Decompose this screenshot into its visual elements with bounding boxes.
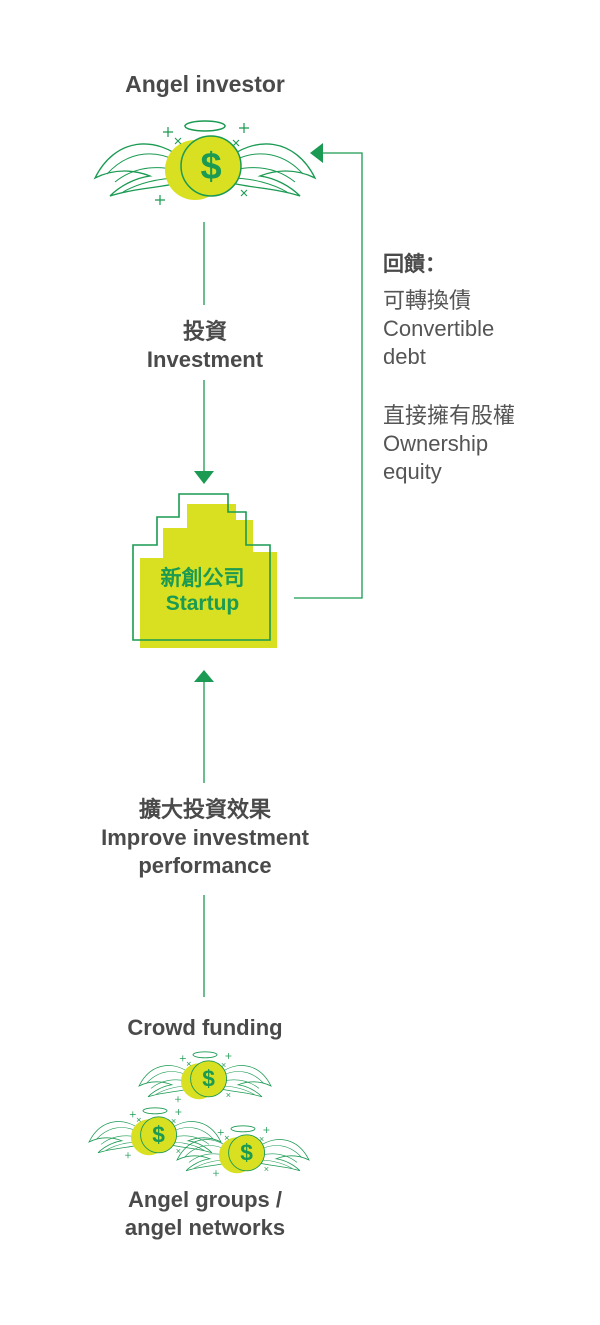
startup-label-zh: 新創公司 xyxy=(160,567,245,590)
startup-building-icon xyxy=(132,493,277,648)
investment-label-en: Investment xyxy=(146,347,264,372)
improve-label-en-1: Improve investment xyxy=(101,825,309,850)
feedback-heading: 回饋： xyxy=(383,253,446,276)
angel-investor-title: Angel investor xyxy=(125,71,285,97)
svg-text:$: $ xyxy=(200,146,221,188)
feedback-item-en-1: Ownership xyxy=(383,431,489,456)
svg-text:$: $ xyxy=(202,1066,215,1092)
feedback-item-en-2: equity xyxy=(383,459,442,484)
investment-label-zh: 投資 xyxy=(182,319,227,344)
feedback-item-convertible: 可轉換債 Convertible debt xyxy=(383,287,494,371)
winged-dollar-coin-icon: $ xyxy=(138,1051,272,1103)
feedback-item-zh: 可轉換債 xyxy=(383,288,472,313)
startup-label-en: Startup xyxy=(165,592,240,615)
svg-text:$: $ xyxy=(240,1140,253,1166)
feedback-line xyxy=(294,152,363,599)
angel-groups-line2: angel networks xyxy=(124,1215,286,1240)
feedback-item-en-1: Convertible xyxy=(383,316,495,341)
winged-dollar-coin-icon: $ xyxy=(176,1125,310,1177)
arrowhead-icon xyxy=(194,471,214,484)
feedback-item-equity: 直接擁有股權 Ownership equity xyxy=(383,402,515,486)
feedback-item-zh: 直接擁有股權 xyxy=(383,403,516,428)
arrowhead-icon xyxy=(194,670,214,682)
crowd-funding-title: Crowd funding xyxy=(127,1015,283,1040)
angel-groups-line1: Angel groups / xyxy=(128,1187,282,1212)
winged-dollar-coin-icon: $ xyxy=(94,120,316,206)
improve-label-en-2: performance xyxy=(138,853,272,878)
svg-text:$: $ xyxy=(152,1122,165,1148)
arrowhead-icon xyxy=(310,143,323,163)
winged-dollar-coin-icon: $ xyxy=(88,1107,222,1159)
improve-label-zh: 擴大投資效果 xyxy=(138,797,271,822)
feedback-item-en-2: debt xyxy=(383,344,426,369)
